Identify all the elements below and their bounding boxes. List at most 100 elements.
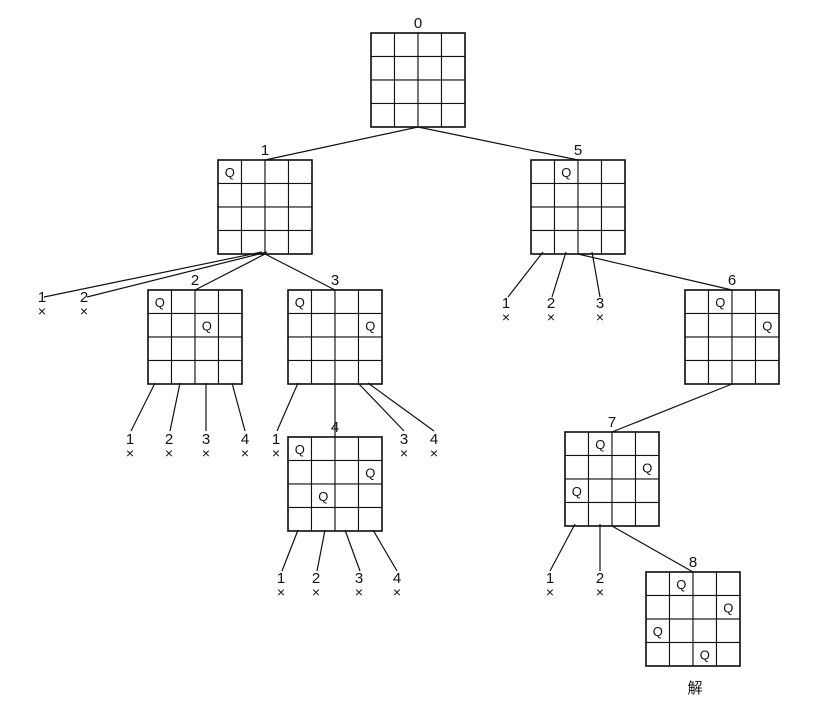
board-cell — [731, 289, 757, 315]
dead-end-number: 4 — [241, 431, 249, 448]
board-cell — [754, 336, 780, 362]
board-n5: 5Q — [530, 142, 626, 255]
board-cell — [564, 431, 590, 457]
dead-end-number: 3 — [596, 295, 604, 312]
queen-marker: Q — [595, 437, 605, 452]
board-cell — [645, 594, 671, 620]
dead-end-number: 1 — [272, 431, 280, 448]
dead-end-number: 1 — [502, 295, 510, 312]
dead-end-branch — [344, 529, 361, 572]
board-n0: 0 — [370, 15, 466, 128]
dead-end-cross-icon: × — [312, 584, 320, 600]
dead-end-branch — [86, 251, 268, 298]
board-cell — [611, 431, 637, 457]
board-cell — [393, 79, 419, 105]
board-cell — [754, 359, 780, 385]
board-cell — [287, 336, 313, 362]
board-cell — [393, 55, 419, 81]
board-cell — [417, 79, 443, 105]
board-cell — [611, 454, 637, 480]
board-cell — [287, 182, 313, 208]
board-cell — [668, 641, 694, 667]
board-cell — [264, 182, 290, 208]
node-label: 0 — [414, 15, 422, 32]
dead-end-n4-2: 2× — [312, 529, 326, 600]
board-cell — [634, 478, 660, 504]
dead-end-branch — [357, 382, 405, 432]
dead-end-n3-1: 1× — [272, 382, 299, 461]
board-cell — [564, 454, 590, 480]
board-cell — [147, 336, 173, 362]
dead-end-cross-icon: × — [502, 309, 510, 325]
dead-end-cross-icon: × — [126, 445, 134, 461]
queen-marker: Q — [676, 577, 686, 592]
board-cell — [564, 501, 590, 527]
board-cell — [370, 32, 396, 58]
board-cell — [217, 289, 243, 315]
board-cell — [692, 618, 718, 644]
board-cell — [530, 229, 556, 255]
dead-end-branch — [372, 529, 398, 572]
board-cell — [600, 182, 626, 208]
board-cell — [194, 336, 220, 362]
queen-marker: Q — [700, 647, 710, 662]
board-cell — [692, 571, 718, 597]
dead-end-n5-2: 2× — [547, 251, 567, 325]
board-cell — [334, 359, 360, 385]
board-cell — [684, 289, 710, 315]
board-cell — [334, 289, 360, 315]
queen-marker: Q — [365, 318, 375, 333]
board-cell — [287, 459, 313, 485]
edge-n1-n3 — [264, 253, 336, 291]
queen-marker: Q — [762, 318, 772, 333]
dead-end-branch — [316, 529, 326, 572]
dead-end-n3-3: 3× — [357, 382, 408, 461]
board-cell — [440, 55, 466, 81]
board-cell — [357, 289, 383, 315]
board-cell — [357, 506, 383, 532]
board-cell — [287, 506, 313, 532]
board-cell — [310, 459, 336, 485]
board-cell — [553, 182, 579, 208]
node-label: 5 — [574, 142, 582, 159]
dead-end-cross-icon: × — [241, 445, 249, 461]
node-label: 2 — [191, 272, 199, 289]
board-cell — [684, 336, 710, 362]
board-cell — [715, 618, 741, 644]
node-label: 7 — [608, 414, 616, 431]
board-cell — [530, 182, 556, 208]
board-cell — [217, 336, 243, 362]
board-cell — [370, 55, 396, 81]
node-label: 8 — [689, 554, 697, 571]
board-cell — [553, 229, 579, 255]
dead-end-cross-icon: × — [400, 445, 408, 461]
board-cell — [357, 336, 383, 362]
board-cell — [287, 229, 313, 255]
board-n2: 2QQ — [147, 272, 243, 385]
board-cell — [587, 501, 613, 527]
board-cell — [611, 501, 637, 527]
node-label: 6 — [728, 272, 736, 289]
dead-end-n3-4: 4× — [367, 382, 438, 461]
board-cell — [684, 312, 710, 338]
board-cell — [417, 102, 443, 128]
board-cell — [240, 206, 266, 232]
queen-marker: Q — [225, 165, 235, 180]
board-cell — [600, 229, 626, 255]
board-cell — [553, 206, 579, 232]
edge-n7-n8 — [611, 525, 694, 573]
dead-end-number: 2 — [547, 295, 555, 312]
board-cell — [707, 336, 733, 362]
queen-marker: Q — [642, 460, 652, 475]
board-cell — [611, 478, 637, 504]
board-frame — [287, 289, 383, 385]
board-n3: 3QQ — [287, 272, 383, 385]
board-cell — [217, 206, 243, 232]
dead-end-number: 1 — [126, 431, 134, 448]
board-cell — [334, 336, 360, 362]
